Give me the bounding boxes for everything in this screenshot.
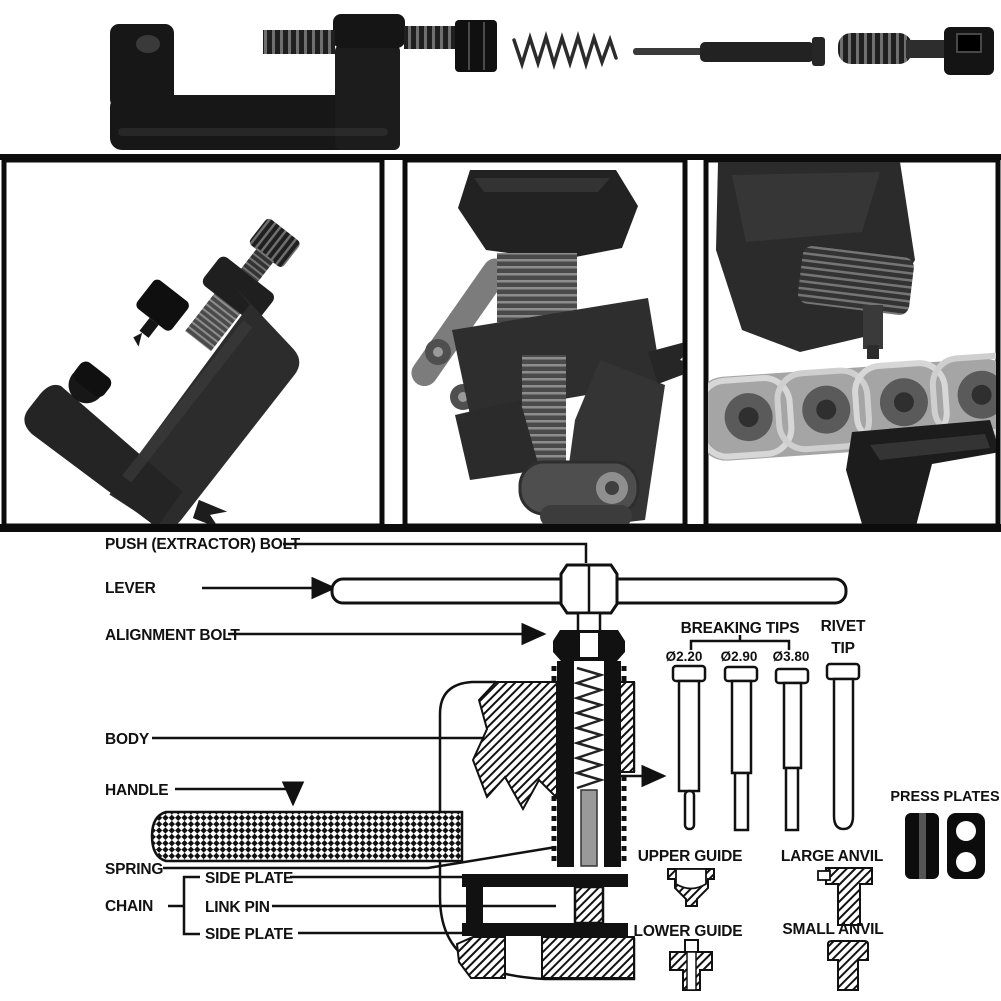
body-hatch-right: [619, 681, 635, 773]
chain-side-plate-lower: [462, 923, 628, 936]
chain-link-pin: [573, 885, 605, 925]
label-tip-3-80: Ø3.80: [773, 649, 810, 664]
upper-guide-part: UPPER GUIDE: [638, 848, 743, 907]
tool-on-chain-photo: [411, 170, 683, 524]
rivet-tip-head: [825, 662, 861, 681]
large-anvil-shape: [825, 867, 873, 926]
label-lower-guide: LOWER GUIDE: [634, 923, 743, 940]
label-upper-guide: UPPER GUIDE: [638, 848, 743, 865]
push-bolt-photo: [838, 27, 994, 75]
breaking-tip-3: [774, 667, 810, 685]
lower-guide-nub: [684, 939, 699, 953]
label-lever: LEVER: [105, 580, 156, 597]
tool-cross-section: [330, 563, 848, 981]
label-breaking-tips: BREAKING TIPS: [681, 620, 800, 637]
chain-side-plate-upper: [462, 874, 628, 887]
rivet-tip-part: RIVET TIP: [821, 618, 866, 831]
label-body: BODY: [105, 731, 150, 748]
diagram-labels-left: PUSH (EXTRACTOR) BOLT LEVER ALIGNMENT BO…: [105, 536, 301, 943]
label-rivet-tip: TIP: [831, 640, 855, 657]
label-side-plate-lower: SIDE PLATE: [205, 926, 293, 943]
label-side-plate-upper: SIDE PLATE: [205, 870, 293, 887]
body-hatch-left: [471, 681, 558, 812]
tool-pressing-chain-photo: [708, 162, 996, 524]
internal-spring: [572, 666, 606, 790]
photo-panel-right: [703, 157, 1001, 529]
label-tip-2-20: Ø2.20: [666, 649, 703, 664]
tool-photo: [110, 14, 497, 150]
label-small-anvil: SMALL ANVIL: [782, 921, 883, 938]
large-anvil-part: LARGE ANVIL: [781, 848, 883, 926]
divider-top: [0, 154, 1001, 160]
label-press-plates: PRESS PLATES: [890, 789, 1000, 805]
label-push-extractor-bolt: PUSH (EXTRACTOR) BOLT: [105, 536, 301, 553]
tool-angled-photo: [24, 218, 300, 524]
photo-panel-center: [402, 157, 688, 529]
parts-diagram: PUSH (EXTRACTOR) BOLT LEVER ALIGNMENT BO…: [105, 536, 1000, 991]
label-link-pin: LINK PIN: [205, 899, 270, 916]
handle-bar: [150, 810, 464, 863]
breaking-tips-set: BREAKING TIPS Ø2.20 Ø2.90 Ø3.80: [666, 620, 810, 832]
rivet-tip-shaft: [832, 677, 855, 831]
anvil-block-left: [455, 936, 506, 979]
threaded-wall-right: [604, 661, 621, 867]
label-spring: SPRING: [105, 861, 163, 878]
press-plates-part: PRESS PLATES: [890, 789, 1000, 879]
internal-pin: [580, 789, 598, 867]
small-anvil-shape: [827, 940, 869, 991]
spring-photo: [512, 30, 618, 71]
lower-guide-part: LOWER GUIDE: [634, 923, 743, 991]
body-outline: [438, 680, 636, 981]
breaking-tip-2: [723, 665, 759, 683]
label-chain: CHAIN: [105, 898, 153, 915]
small-anvil-part: SMALL ANVIL: [782, 921, 884, 991]
threaded-wall-left: [557, 661, 574, 867]
top-photo-strip: [110, 14, 994, 150]
label-tip-2-90: Ø2.90: [721, 649, 758, 664]
label-rivet: RIVET: [821, 618, 866, 635]
label-handle: HANDLE: [105, 782, 168, 799]
chain-roller-left: [466, 887, 483, 923]
breaking-tip-1: [671, 664, 707, 683]
label-large-anvil: LARGE ANVIL: [781, 848, 883, 865]
extractor-pin-photo: [633, 37, 825, 66]
label-alignment-bolt: ALIGNMENT BOLT: [105, 627, 240, 644]
anvil-block-right: [541, 936, 635, 979]
photo-panel-left: [1, 157, 385, 529]
